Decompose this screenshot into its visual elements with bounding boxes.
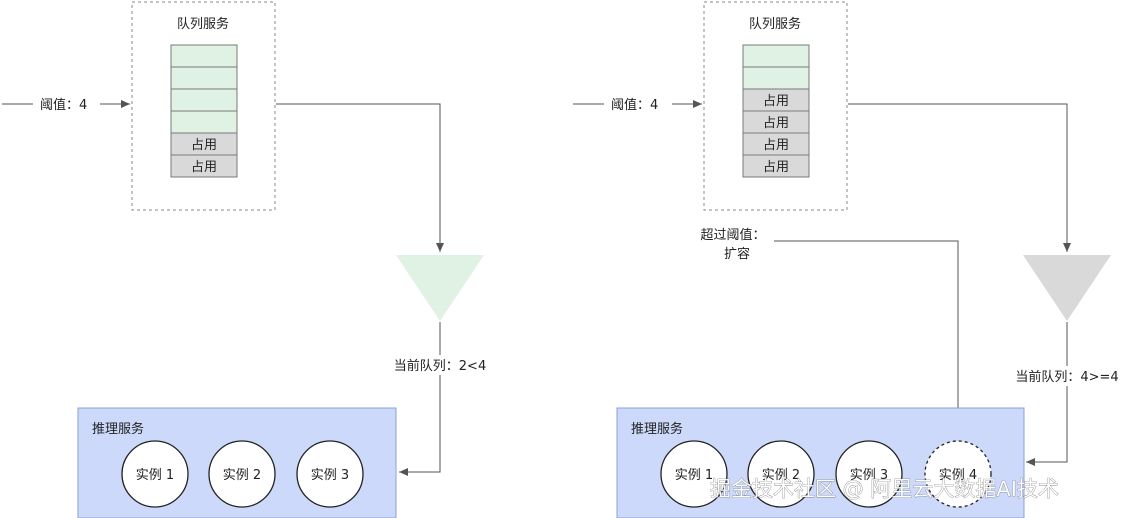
left-instance-1-label: 实例 1 <box>136 468 174 483</box>
right-queue-slot-2 <box>742 66 810 90</box>
right-instance-3-label: 实例 3 <box>850 468 888 483</box>
right-exceed-threshold-label: 超过阈值： <box>700 227 765 243</box>
right-queue-service-box <box>703 1 848 211</box>
right-new-instance-4: 实例 4 <box>924 440 992 508</box>
right-queue-to-funnel-connector <box>848 103 1071 252</box>
left-queue-slot-1 <box>170 44 238 68</box>
right-instance-3: 实例 3 <box>835 440 903 508</box>
right-funnel-to-inference-connector <box>1026 322 1068 466</box>
right-inference-service-title: 推理服务 <box>631 421 683 437</box>
right-instance-1: 实例 1 <box>660 440 728 508</box>
right-queue-slot-4-label: 占用 <box>763 116 789 131</box>
left-queue-slot-6 <box>170 154 238 178</box>
left-instance-2: 实例 2 <box>208 440 276 508</box>
left-queue-service-title: 队列服务 <box>177 16 229 32</box>
left-queue-to-funnel-connector <box>276 103 444 252</box>
left-queue-service-box <box>131 1 276 211</box>
right-scale-out-label: 扩容 <box>724 246 750 262</box>
left-current-queue-label: 当前队列：2<4 <box>394 358 486 374</box>
right-queue-service-title: 队列服务 <box>749 16 801 32</box>
right-queue-slot-6-label: 占用 <box>763 160 789 175</box>
left-inference-service-title: 推理服务 <box>92 421 144 437</box>
right-instance-2-label: 实例 2 <box>762 468 800 483</box>
right-scale-out-connector <box>774 240 962 438</box>
right-new-instance-label: 实例 4 <box>939 468 977 483</box>
right-queue-slot-1 <box>742 44 810 68</box>
right-instance-1-label: 实例 1 <box>675 468 713 483</box>
left-funnel <box>396 255 484 321</box>
right-instance-2: 实例 2 <box>747 440 815 508</box>
left-queue-slot-2 <box>170 66 238 90</box>
left-funnel-to-inference-connector <box>399 322 441 476</box>
left-instance-1: 实例 1 <box>121 440 189 508</box>
right-queue-slot-6 <box>742 154 810 178</box>
right-current-queue-label-bg <box>1004 366 1132 386</box>
left-current-queue-label-bg <box>383 355 501 375</box>
right-queue-slot-3-label: 占用 <box>763 94 789 109</box>
left-queue-slot-3 <box>170 88 238 112</box>
right-funnel <box>1023 255 1111 321</box>
right-threshold-label: 阈值：4 <box>611 97 658 113</box>
left-queue-slot-4 <box>170 110 238 134</box>
right-queue-slot-5-label: 占用 <box>763 138 789 153</box>
left-instance-2-label: 实例 2 <box>223 468 261 483</box>
left-queue-slot-6-label: 占用 <box>191 160 217 175</box>
right-current-queue-label: 当前队列：4>=4 <box>1015 369 1118 385</box>
left-threshold-label: 阈值：4 <box>40 97 87 113</box>
left-queue-slot-5-label: 占用 <box>191 138 217 153</box>
left-instance-3-label: 实例 3 <box>311 468 349 483</box>
watermark-text: 掘金技术社区 @ 阿里云大数据AI技术 <box>710 477 1059 501</box>
left-instance-3: 实例 3 <box>296 440 364 508</box>
